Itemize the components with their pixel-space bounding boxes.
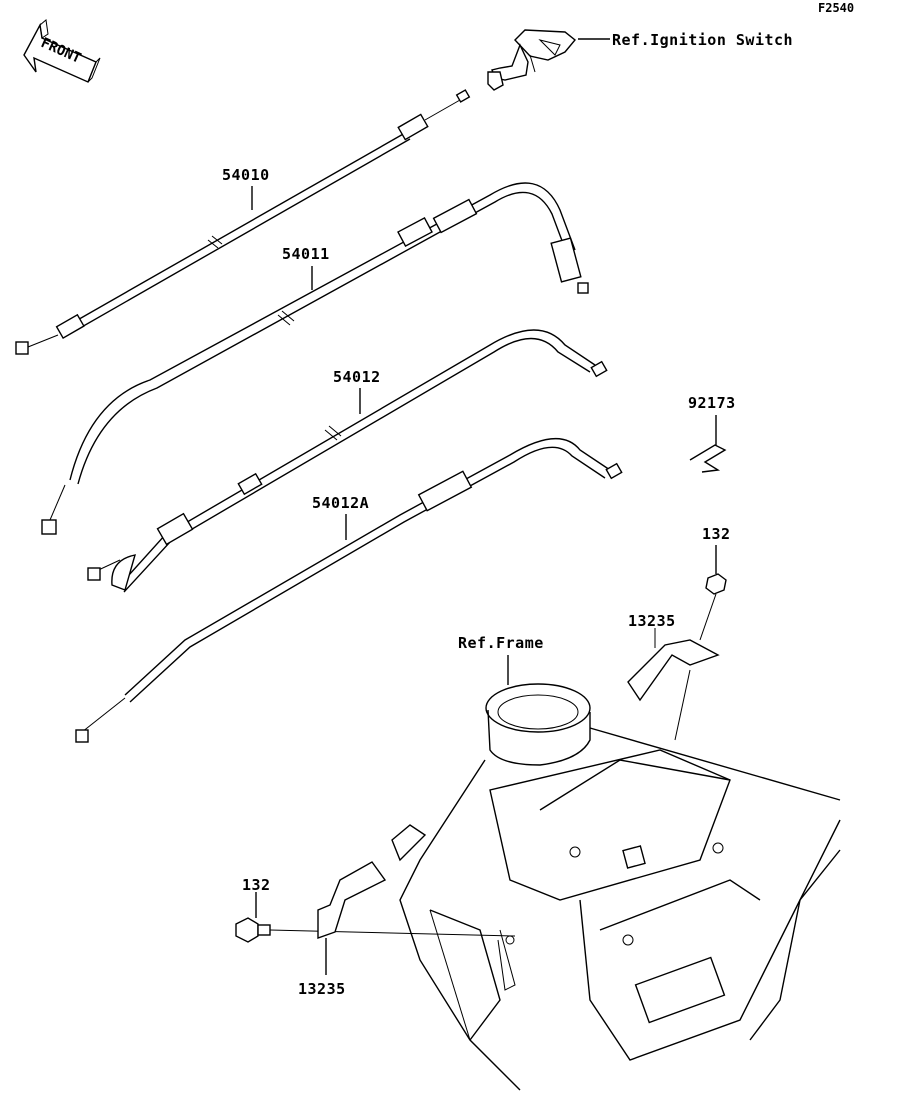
cable-54011 bbox=[41, 182, 589, 535]
bracket-13235-left bbox=[317, 861, 387, 975]
cable-54010 bbox=[15, 89, 471, 355]
bracket-13235-left-label: 13235 bbox=[298, 980, 346, 998]
bolt-132-right bbox=[699, 545, 727, 641]
front-arrow-icon: FRONT bbox=[23, 19, 101, 83]
cable-54012a-label: 54012A bbox=[312, 494, 369, 512]
cable-54010-label: 54010 bbox=[222, 166, 270, 184]
ignition-switch-label: Ref.Ignition Switch bbox=[612, 31, 793, 49]
bolt-132-left-label: 132 bbox=[242, 876, 271, 894]
bolt-132-left bbox=[235, 892, 516, 943]
clip-92173 bbox=[689, 415, 727, 473]
bracket-13235-right-label: 13235 bbox=[628, 612, 676, 630]
cable-54011-label: 54011 bbox=[282, 245, 330, 263]
cable-54012 bbox=[87, 329, 608, 593]
frame-label: Ref.Frame bbox=[458, 634, 544, 652]
bracket-13235-right bbox=[627, 628, 720, 741]
diagram-code: F2540 bbox=[818, 1, 854, 15]
cable-54012a bbox=[75, 438, 623, 743]
clip-92173-label: 92173 bbox=[688, 394, 736, 412]
cable-54012-label: 54012 bbox=[333, 368, 381, 386]
bolt-132-right-label: 132 bbox=[702, 525, 731, 543]
frame bbox=[391, 683, 841, 1091]
ignition-switch-bracket bbox=[487, 29, 610, 91]
